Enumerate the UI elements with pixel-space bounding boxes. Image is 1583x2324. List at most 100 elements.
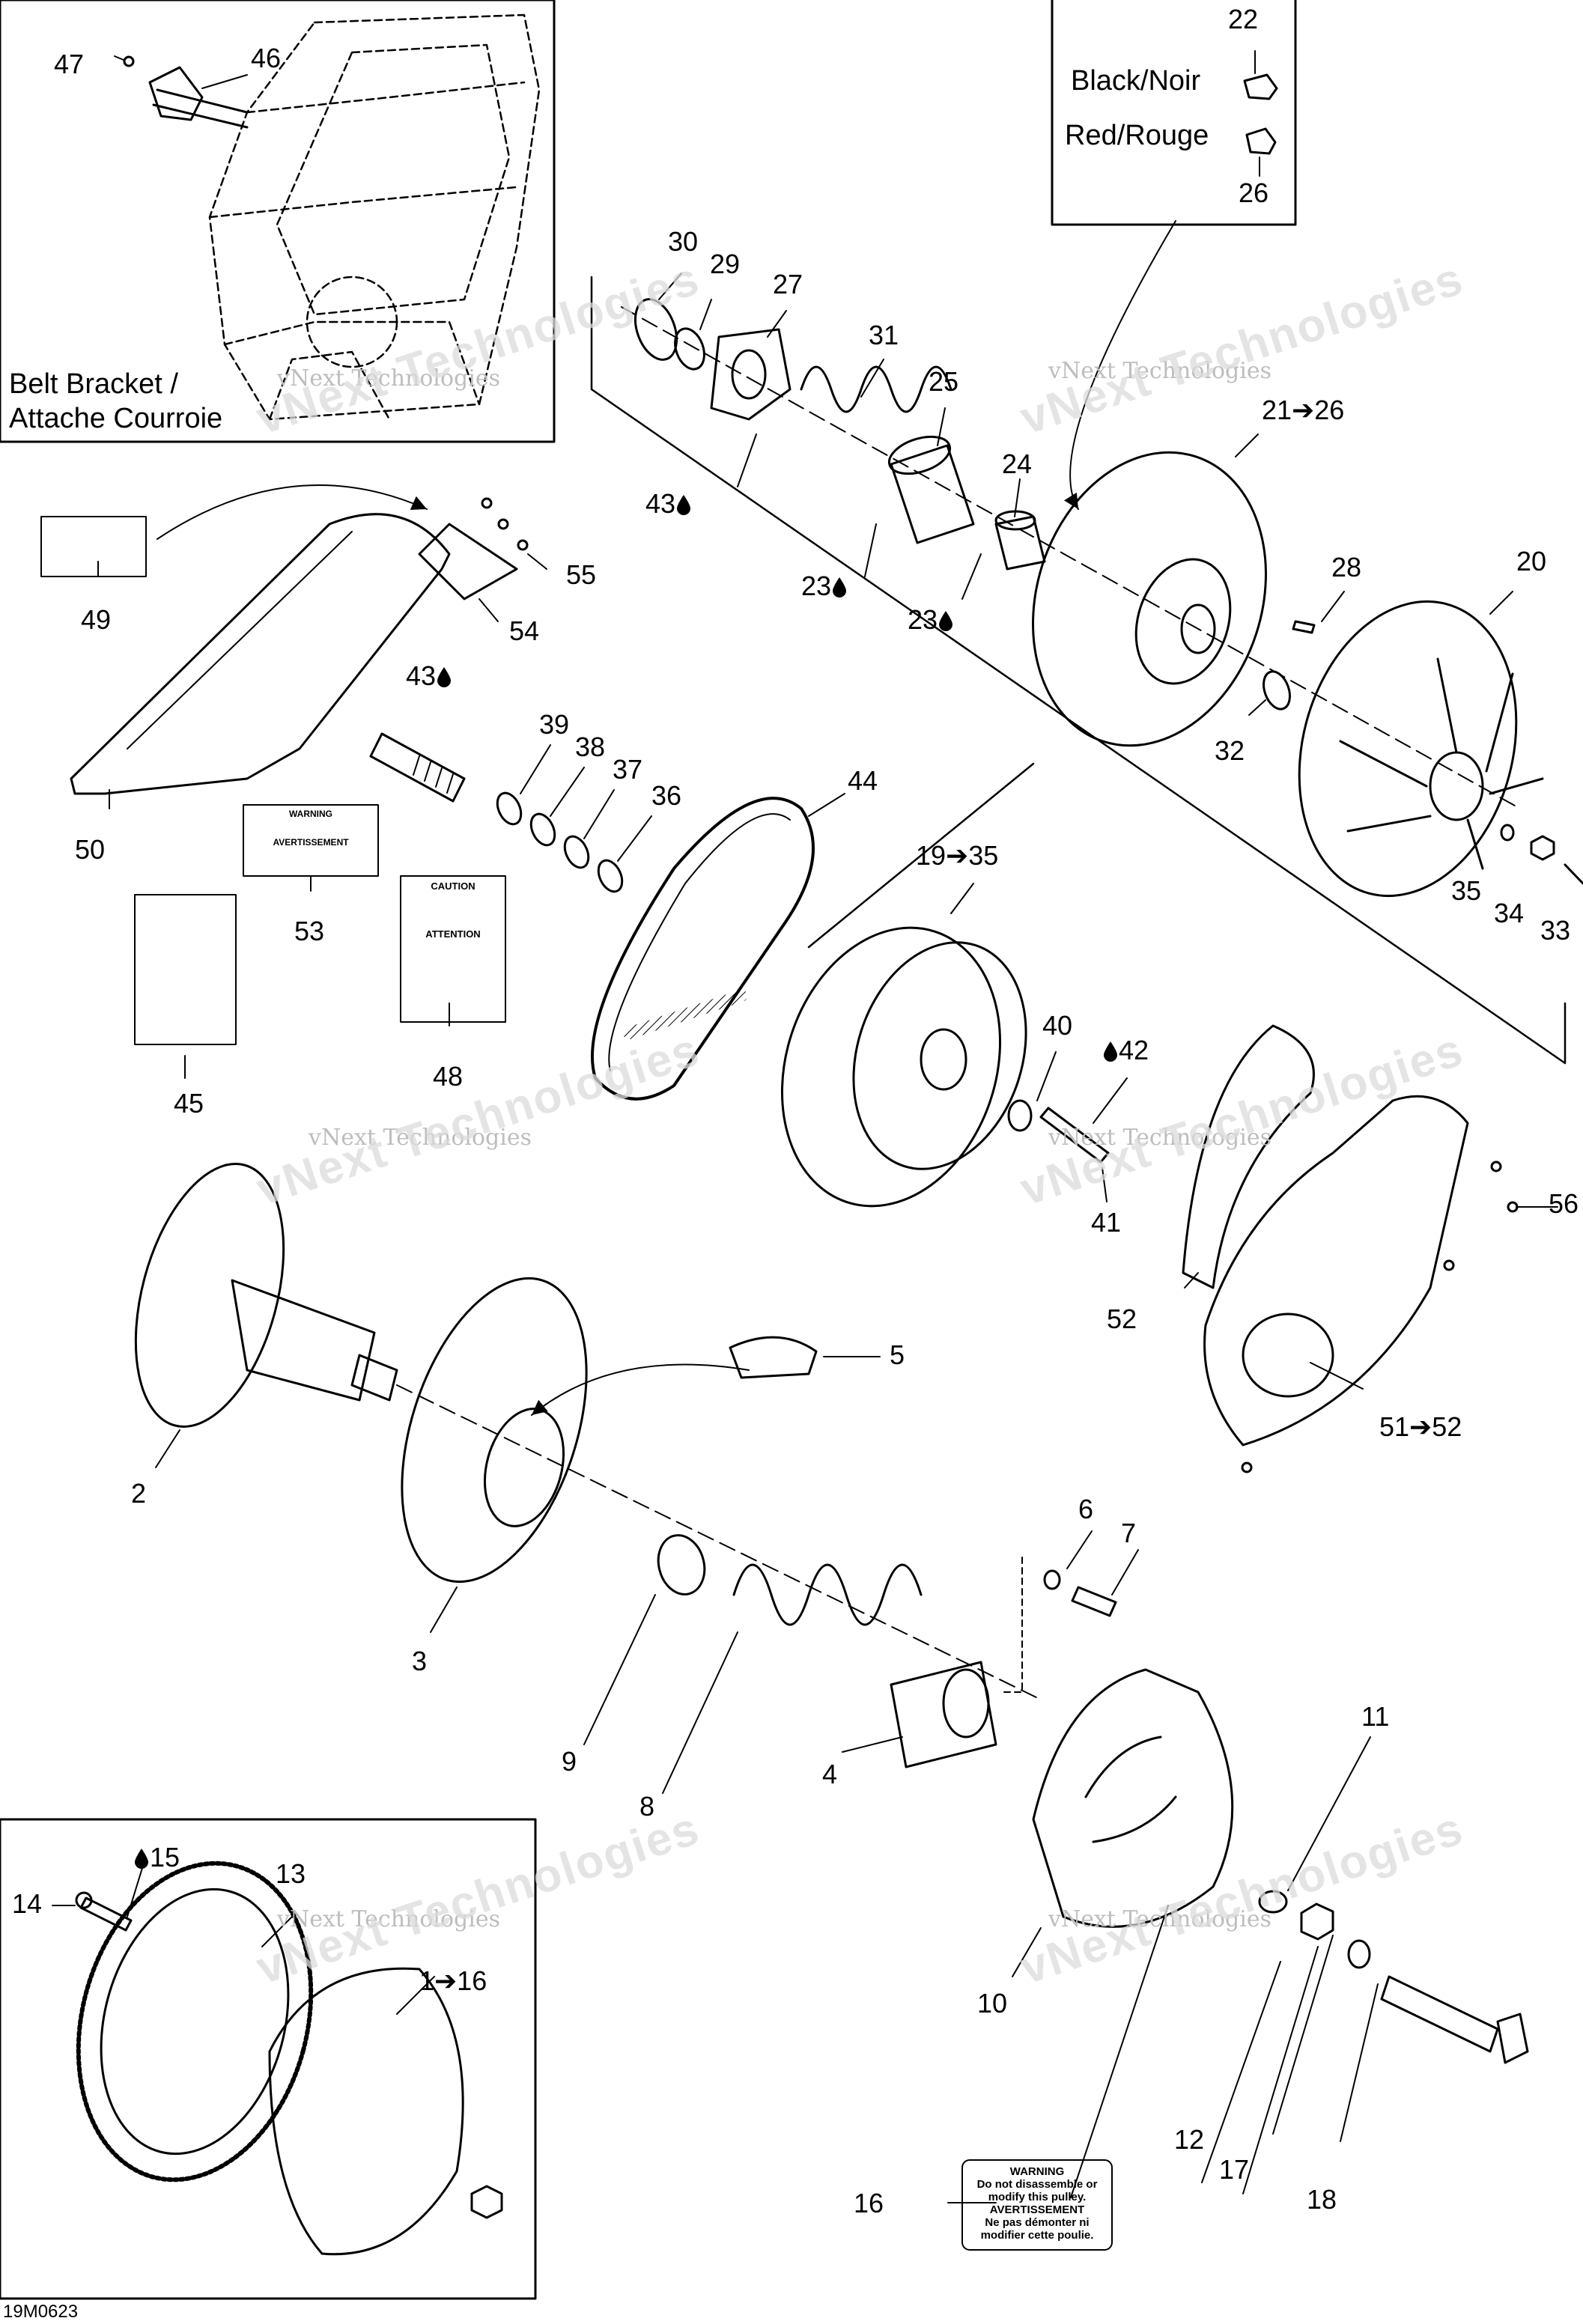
washer-36	[597, 859, 624, 893]
label-48-head1: CAUTION	[431, 880, 475, 892]
watermark: vNext Technologies	[1048, 1906, 1272, 1932]
cover-51-screw-a	[1490, 1161, 1502, 1172]
label-53	[243, 804, 379, 877]
callout-number: 32	[1215, 735, 1245, 766]
callout-number: 10	[977, 1988, 1008, 2019]
driven-pulley-group-divider	[807, 762, 1035, 949]
callout-28: 28	[1331, 554, 1361, 581]
figure-code: 19M0623	[3, 2302, 79, 2322]
callout-number: 25	[929, 366, 959, 397]
callout-26: 26	[1239, 180, 1268, 207]
callout-number: 46	[251, 43, 282, 73]
bushing-24	[994, 515, 1046, 571]
callout-number: 28	[1331, 552, 1362, 582]
spring-8	[732, 1563, 923, 1626]
callout-11: 11	[1361, 1703, 1389, 1730]
callout-43a: 43	[645, 490, 692, 517]
callout-20: 20	[1516, 548, 1546, 575]
callout-number: 49	[81, 604, 112, 635]
callout-number: 56	[1549, 1188, 1579, 1219]
screw-7	[1071, 1586, 1117, 1617]
movable-sheave-20	[1298, 600, 1518, 898]
callout-3: 3	[412, 1648, 427, 1675]
key-28	[1292, 620, 1316, 634]
driven-pulley-assembly-hub	[920, 1028, 967, 1091]
callout-number: 9	[562, 1746, 577, 1777]
callout-number: 27	[773, 269, 803, 299]
callout-2: 2	[131, 1480, 146, 1507]
grease-drop-icon	[833, 577, 847, 597]
callout-number: 51➔52	[1379, 1411, 1462, 1442]
drive-pulley-inset	[0, 1818, 537, 2300]
callout-number: 54	[509, 615, 540, 646]
bracket-54	[418, 523, 518, 600]
callout-number: 31	[869, 320, 899, 350]
callout-7: 7	[1121, 1520, 1136, 1547]
callout-40: 40	[1042, 1012, 1072, 1039]
label-16-body2: Ne pas démonter ni modifier cette poulie…	[980, 2216, 1094, 2242]
callout-21: 21➔26	[1262, 397, 1344, 424]
washer-39	[496, 791, 523, 826]
callout-22: 22	[1228, 6, 1258, 33]
callout-number: 12	[1174, 2124, 1205, 2155]
callout-number: 18	[1307, 2184, 1337, 2215]
black-caption: Black/Noir	[1071, 65, 1201, 97]
callout-number: 1➔16	[419, 1965, 487, 1996]
red-caption: Red/Rouge	[1065, 120, 1209, 151]
drive-belt-44-cogs	[623, 990, 747, 1039]
grease-drop-icon	[939, 611, 953, 631]
callout-37: 37	[613, 756, 642, 783]
sleeve-25-top	[887, 435, 952, 475]
callout-56: 56	[1549, 1190, 1579, 1217]
watermark: vNext Technologies	[277, 365, 501, 392]
callout-25: 25	[929, 368, 958, 395]
spring-cap-black	[1243, 73, 1278, 100]
callout-number: 47	[54, 49, 85, 79]
label-48	[400, 875, 506, 1023]
belt-bracket-caption-line2: Attache Courroie	[9, 403, 223, 434]
driven-pulley-group-frame	[590, 276, 1567, 1065]
leader-5-arrow	[531, 1363, 750, 1416]
bracket-screw	[123, 55, 135, 67]
callout-leaders	[52, 55, 1558, 2203]
callout-32: 32	[1215, 737, 1245, 764]
belt-bracket-inset	[0, 0, 556, 443]
callout-33: 33	[1540, 917, 1570, 944]
label-16-text: WARNING Do not disassemble or modify thi…	[970, 2165, 1105, 2242]
callout-number: 20	[1516, 546, 1547, 577]
callout-number: 11	[1361, 1701, 1390, 1732]
label-49	[40, 516, 147, 577]
drive-sheave-1-hex	[470, 2185, 503, 2219]
callout-number: 30	[668, 226, 699, 257]
callout-8: 8	[639, 1793, 654, 1820]
callout-50: 50	[75, 836, 105, 863]
callout-number: 36	[651, 780, 682, 811]
label-16	[961, 2159, 1113, 2251]
screw-14	[79, 1896, 133, 1932]
callout-39: 39	[539, 711, 569, 738]
callout-number: 26	[1239, 177, 1269, 208]
screw-55b	[497, 518, 509, 530]
callout-35a: 35	[1451, 877, 1481, 904]
movable-half-3	[401, 1277, 588, 1584]
callout-number: 33	[1540, 915, 1571, 946]
spring-cup-4-bore	[942, 1668, 990, 1739]
label-53-head1: WARNING	[289, 809, 332, 819]
frame-sketch	[208, 13, 541, 421]
belt-guard	[70, 513, 451, 795]
callout-number: 29	[710, 249, 741, 279]
cover-51-window	[1242, 1312, 1334, 1398]
watermark: vNext Technologies	[277, 1906, 501, 1932]
grease-drop-icon	[135, 1849, 148, 1869]
label-16-head1: WARNING	[1009, 2165, 1065, 2178]
callout-number: 55	[566, 559, 597, 590]
callout-number: 7	[1121, 1518, 1137, 1548]
fixed-sheave-21-hub	[1134, 558, 1232, 685]
fixed-sheave-21	[1032, 451, 1267, 747]
bolt-18-head	[1496, 2013, 1529, 2064]
cover-51	[1203, 1095, 1469, 1447]
spring-cap-red	[1245, 127, 1277, 155]
driven-pulley-assembly-face	[852, 941, 1027, 1170]
washer-11	[1258, 1890, 1288, 1914]
